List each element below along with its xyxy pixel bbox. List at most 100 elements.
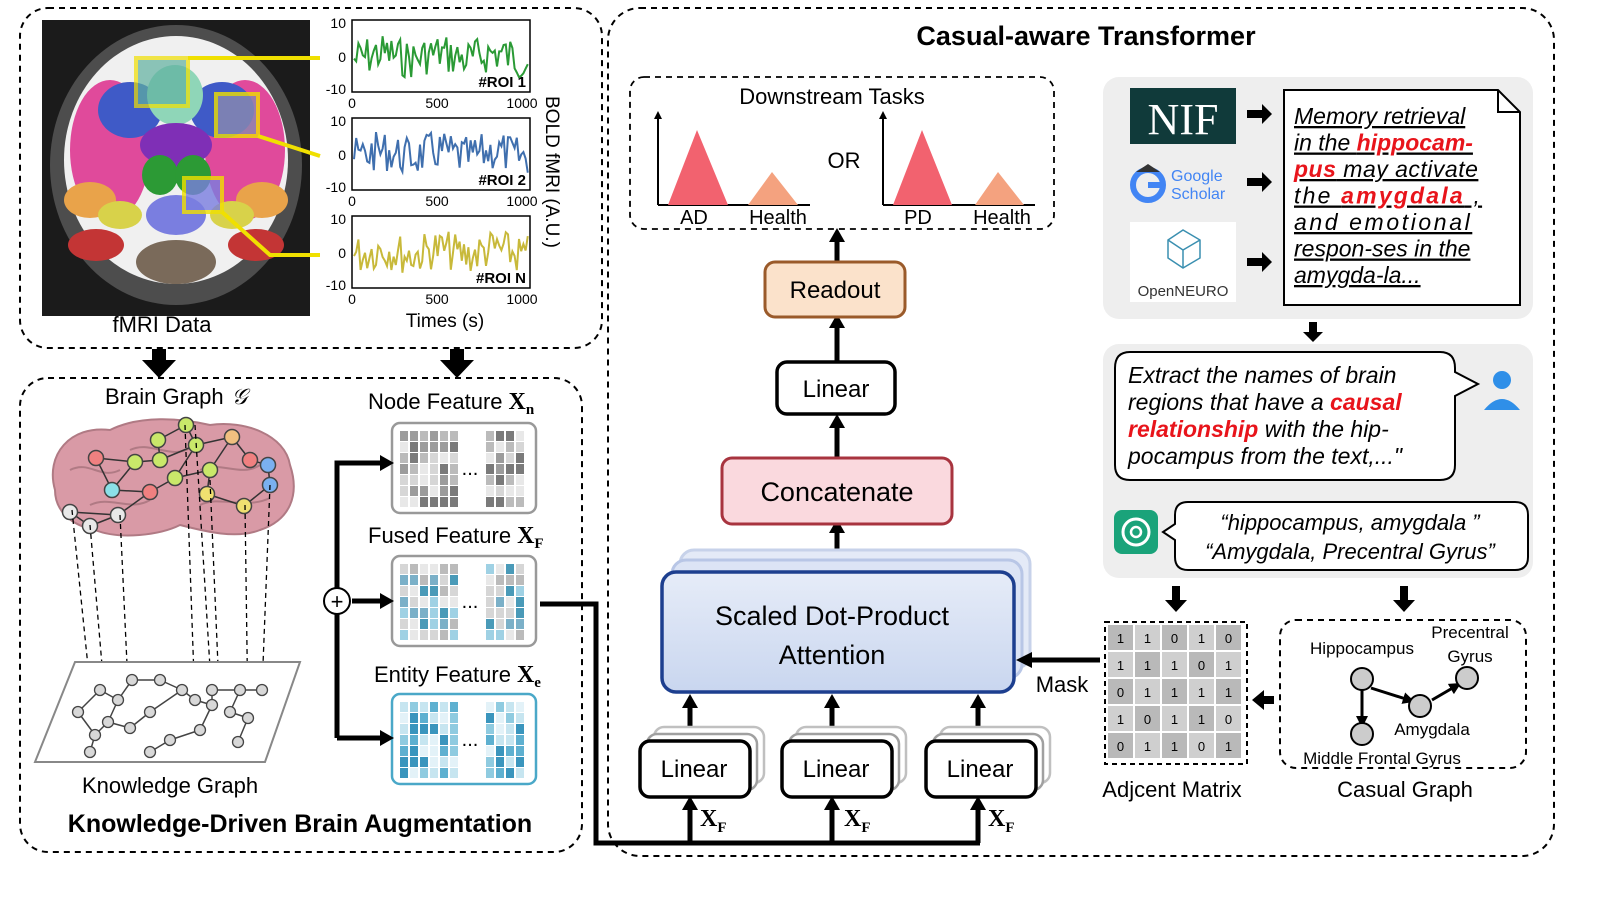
x-tick-label: 500 (425, 193, 449, 209)
matrix-cell (450, 586, 458, 596)
matrix-cell (400, 464, 408, 474)
matrix-cell (420, 619, 428, 629)
matrix-cell (410, 702, 418, 712)
brain-graph-nodes (61, 416, 279, 535)
matrix-cell (450, 486, 458, 496)
adjacency-cell (1108, 652, 1133, 677)
kg-node (231, 735, 245, 749)
linear-top-label: Linear (803, 376, 870, 403)
linear-input-box (638, 739, 752, 799)
matrix-cell (486, 619, 494, 629)
kg-node (175, 683, 189, 697)
matrix-cell (420, 431, 428, 441)
brain-node (151, 451, 169, 469)
attention-label-2: Attention (779, 640, 886, 670)
feature-matrices: ......... (390, 421, 538, 786)
matrix-cell (440, 564, 448, 574)
roi-label: #ROI N (476, 270, 526, 287)
matrix-cell (440, 724, 448, 734)
adjacency-cell (1135, 679, 1160, 704)
transformer-panel (607, 7, 1555, 857)
kg-node (233, 683, 247, 697)
matrix-cell (516, 713, 524, 723)
matrix-cell (410, 713, 418, 723)
roi-signal-line (353, 130, 529, 176)
kg-node (143, 745, 157, 759)
matrix-cell (506, 713, 514, 723)
matrix-cell (516, 464, 524, 474)
matrix-cell (420, 575, 428, 585)
matrix-cell (486, 768, 494, 778)
kg-node (241, 711, 255, 725)
matrix-cell (516, 586, 524, 596)
matrix-cell (516, 735, 524, 745)
brain-node (223, 428, 241, 446)
x-tick-label: 1000 (506, 193, 537, 209)
matrix-cell (506, 757, 514, 767)
matrix-cell (506, 575, 514, 585)
matrix-cell (410, 475, 418, 485)
source-arrows (1247, 104, 1272, 272)
matrix-cell (486, 713, 494, 723)
adjacency-value: 1 (1225, 685, 1232, 700)
arrowhead-fused (380, 593, 394, 609)
rich-text-line: relationship with the hip- (1128, 416, 1389, 442)
matrix-cell (450, 757, 458, 767)
matrix-cell (496, 575, 504, 585)
matrix-cell (410, 768, 418, 778)
adjacency-cell (1189, 652, 1214, 677)
kg-node (153, 673, 167, 687)
x-tick-label: 0 (348, 95, 356, 111)
rich-text-line: pus may activate (1293, 156, 1478, 182)
y-tick-label: 0 (338, 147, 346, 163)
scholar-text: Scholar (1171, 186, 1226, 203)
label-hippocampus: Hippocampus (1310, 639, 1414, 658)
matrix-cell (440, 486, 448, 496)
kg-edge (149, 689, 183, 713)
concatenate-label: Concatenate (760, 477, 913, 507)
matrix-cell (410, 497, 418, 507)
adjacency-value: 1 (1225, 739, 1232, 754)
matrix-cell (430, 713, 438, 723)
matrix-cell (400, 724, 408, 734)
x-tick-label: 500 (425, 95, 449, 111)
attn-in-arrow-1 (682, 694, 698, 708)
adjacency-value: 1 (1144, 685, 1151, 700)
matrix-cell (400, 746, 408, 756)
kg-node (123, 721, 137, 735)
adjacency-value: 0 (1225, 712, 1232, 727)
adjacency-value: 1 (1198, 685, 1205, 700)
matrix-cell (486, 597, 494, 607)
y-tick-label: 0 (338, 49, 346, 65)
adjacency-cell (1108, 706, 1133, 731)
down-arrow-right (440, 349, 474, 378)
augmentation-title: Knowledge-Driven Brain Augmentation (68, 810, 532, 838)
task1-label-b: Health (749, 207, 807, 229)
reply-line-1: “hippocampus, amygdala ” (1220, 510, 1481, 535)
attention-label-1: Scaled Dot-Product (715, 601, 950, 631)
x-tick-label: 0 (348, 193, 356, 209)
xf-label-3: XF (988, 806, 1015, 836)
matrix-cell (440, 630, 448, 640)
google-scholar-logo: Google Scholar (1130, 164, 1226, 203)
matrix-cell (506, 724, 514, 734)
matrix-cell (440, 575, 448, 585)
x-tick-label: 1000 (506, 95, 537, 111)
linear-input-box (780, 739, 894, 799)
arrowhead-entity (380, 730, 394, 746)
matrix-cell (496, 768, 504, 778)
mask-label: Mask (1036, 672, 1090, 697)
matrix-cell (400, 597, 408, 607)
matrix-cell (506, 630, 514, 640)
matrix-cell (516, 453, 524, 463)
matrix-cell (400, 702, 408, 712)
brain-node (149, 431, 167, 449)
brain-node (141, 483, 159, 501)
matrix-cell (430, 464, 438, 474)
adjacency-value: 0 (1144, 712, 1151, 727)
brain-node (177, 416, 195, 434)
matrix-cell (486, 575, 494, 585)
chatgpt-icon (1114, 510, 1158, 554)
